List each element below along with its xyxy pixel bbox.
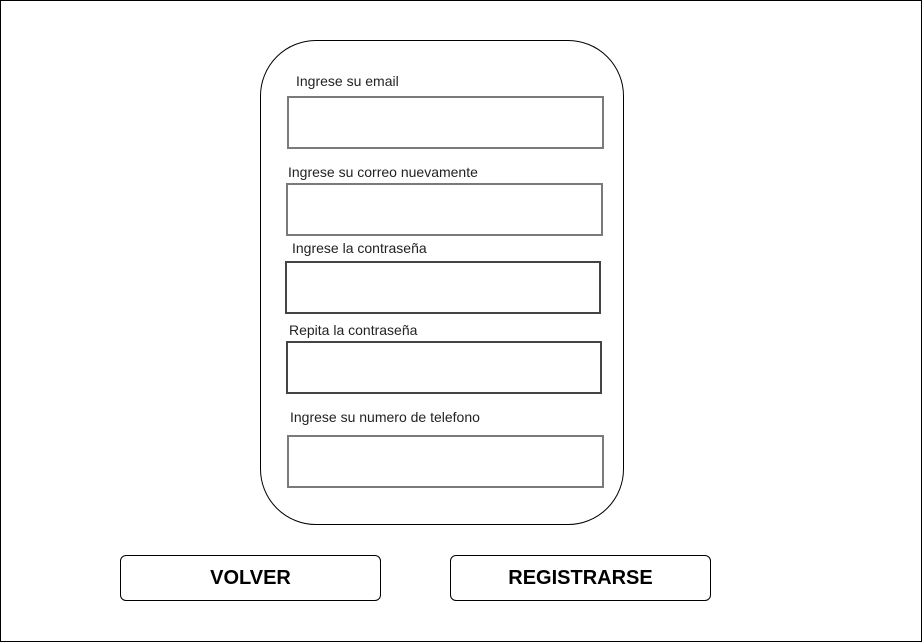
email-field[interactable] <box>287 96 604 149</box>
back-button[interactable]: VOLVER <box>120 555 381 601</box>
password-label: Ingrese la contraseña <box>292 240 427 256</box>
repeat-password-field[interactable] <box>286 341 602 394</box>
confirm-email-label: Ingrese su correo nuevamente <box>288 164 478 180</box>
password-field[interactable] <box>285 261 601 314</box>
register-button[interactable]: REGISTRARSE <box>450 555 711 601</box>
repeat-password-label: Repita la contraseña <box>289 322 418 338</box>
phone-field[interactable] <box>287 435 604 488</box>
confirm-email-field[interactable] <box>286 183 603 236</box>
phone-label: Ingrese su numero de telefono <box>290 409 480 425</box>
email-label: Ingrese su email <box>296 73 399 89</box>
